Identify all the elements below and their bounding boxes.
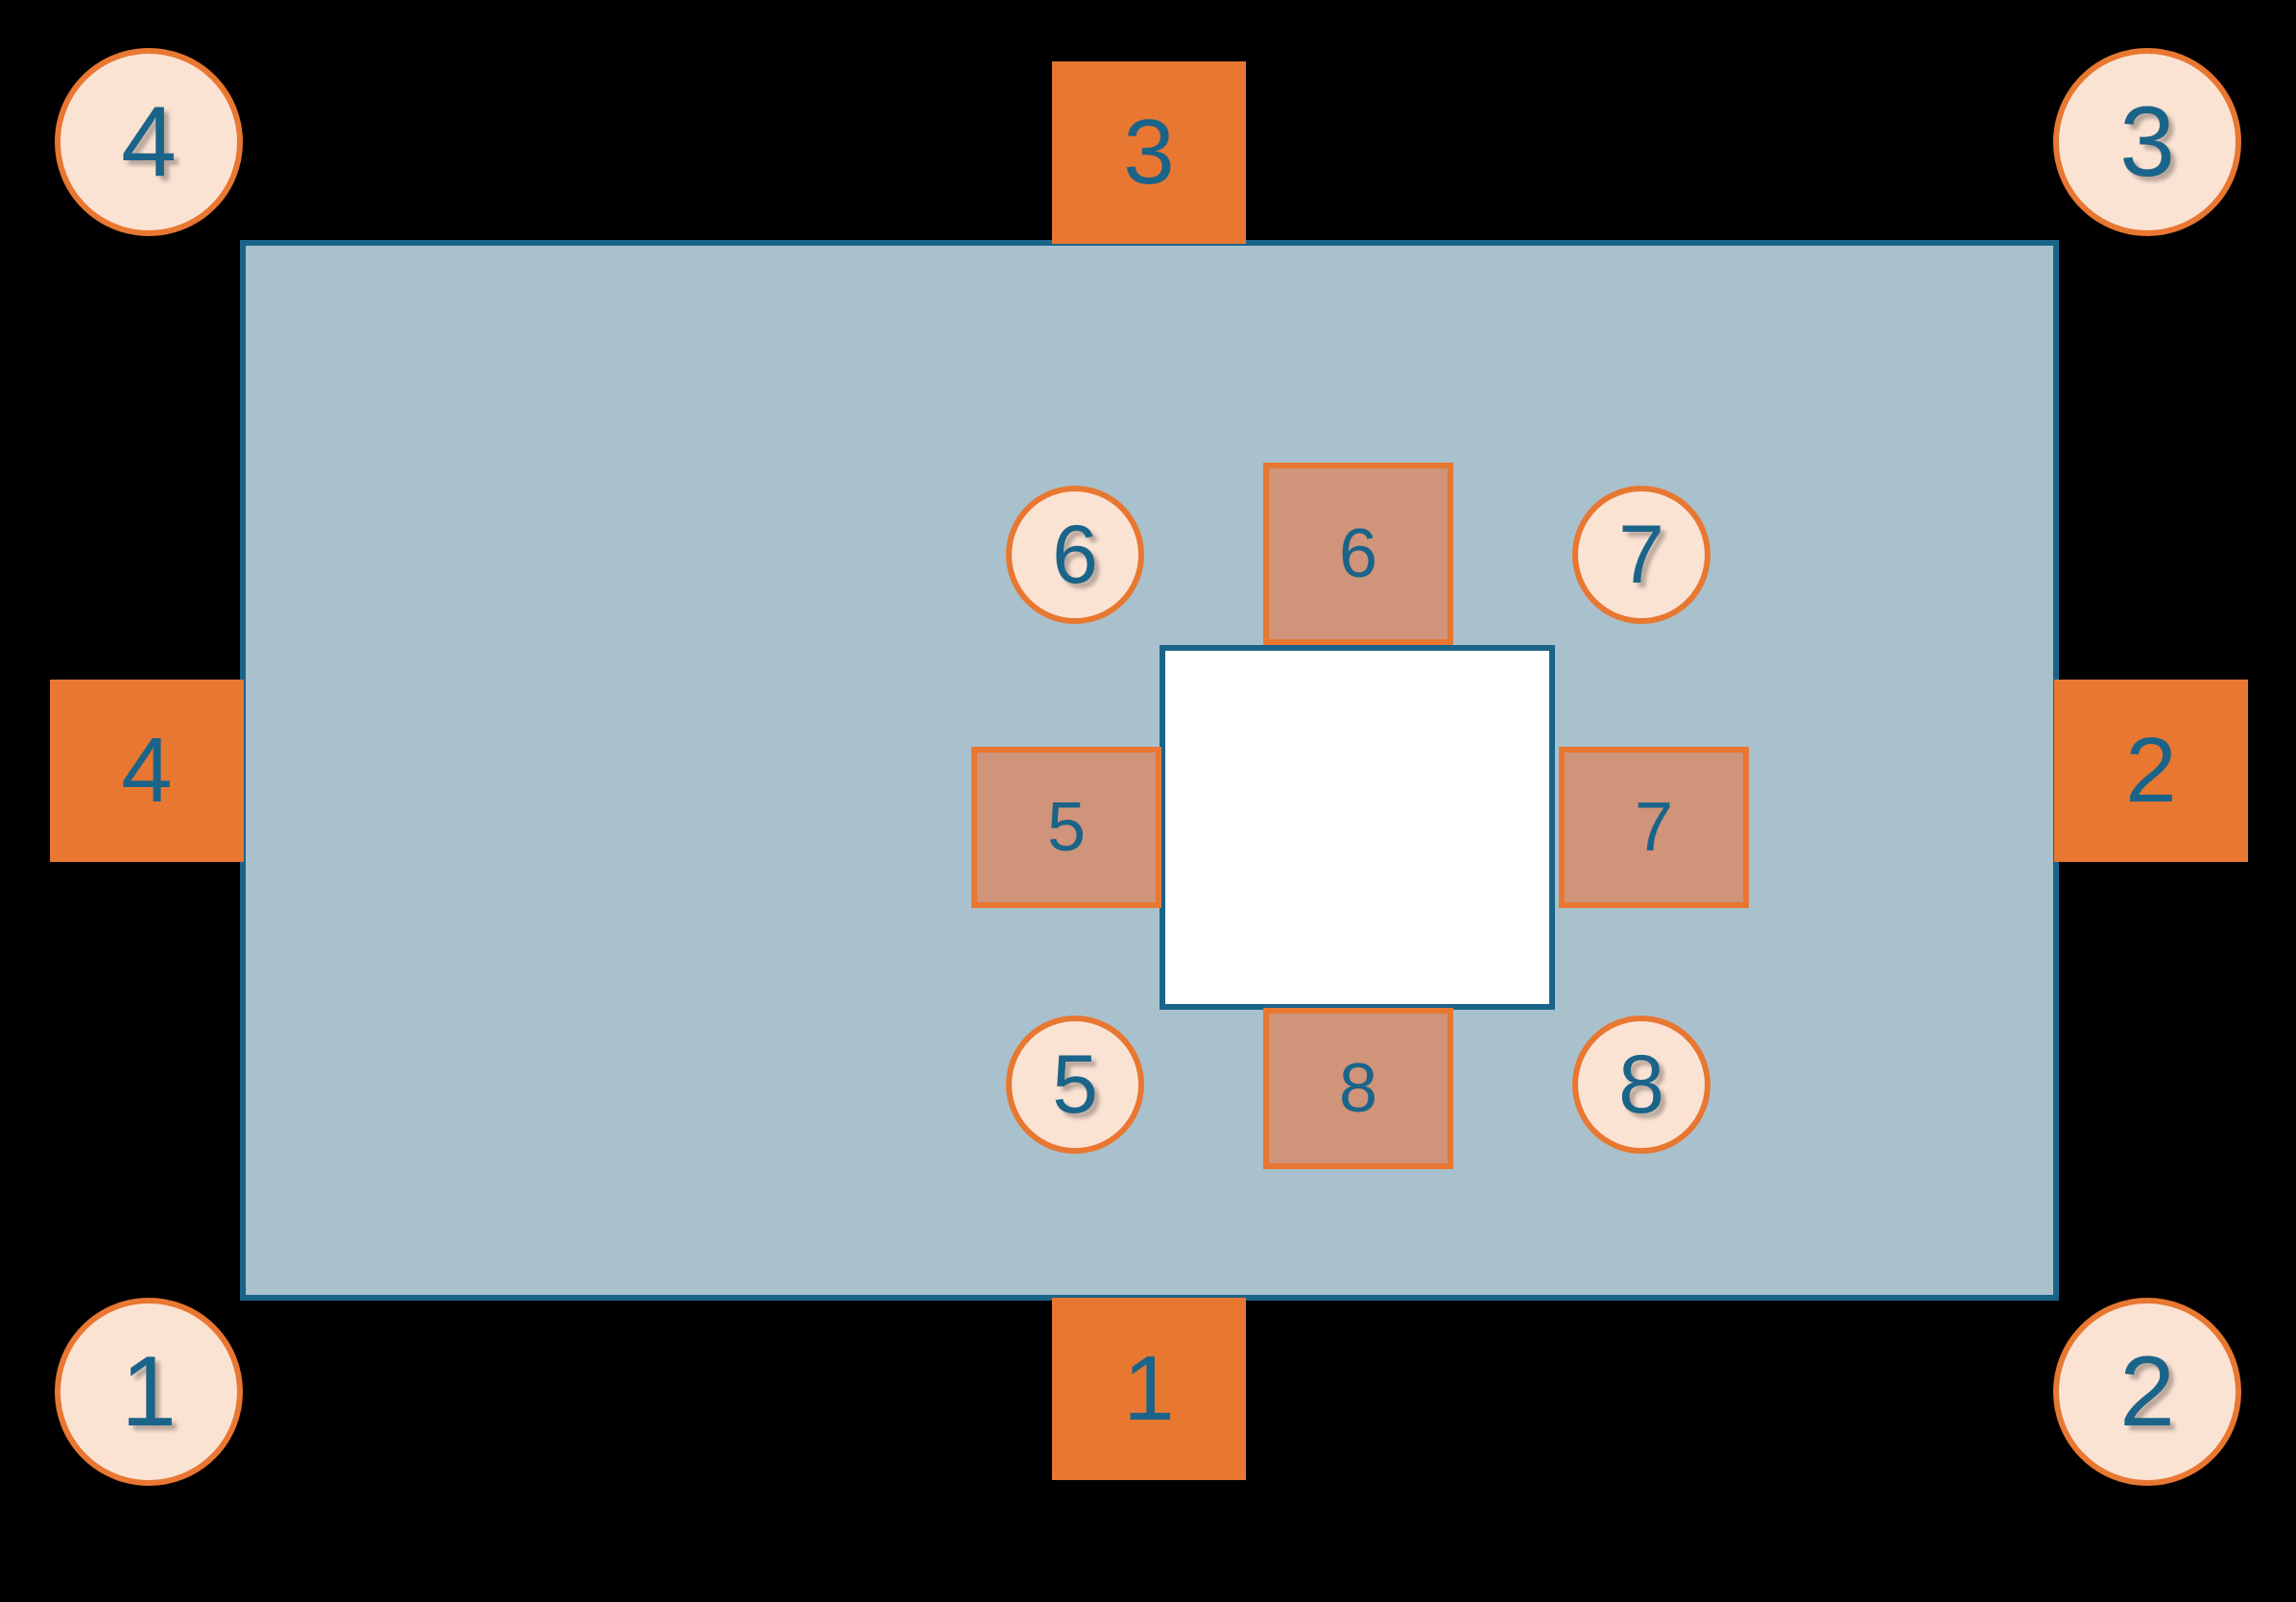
- outer-tab-left[interactable]: 4: [50, 680, 244, 862]
- outer-node-top-left[interactable]: 4: [55, 48, 243, 236]
- inner-tab-top[interactable]: 6: [1263, 463, 1453, 645]
- inner-node-top-right[interactable]: 7: [1572, 486, 1710, 624]
- outer-node-bottom-right[interactable]: 2: [2053, 1298, 2241, 1486]
- outer-node-bottom-left[interactable]: 1: [55, 1298, 243, 1486]
- outer-node-top-right[interactable]: 3: [2053, 48, 2241, 236]
- inner-node-top-left[interactable]: 6: [1006, 486, 1144, 624]
- inner-node-bottom-right[interactable]: 8: [1572, 1016, 1710, 1154]
- inner-tab-right[interactable]: 7: [1559, 747, 1749, 908]
- outer-tab-top[interactable]: 3: [1052, 61, 1246, 244]
- outer-tab-bottom[interactable]: 1: [1052, 1298, 1246, 1480]
- inner-tab-left[interactable]: 5: [971, 747, 1161, 908]
- inner-tab-bottom[interactable]: 8: [1263, 1008, 1453, 1169]
- inner-container: [1160, 645, 1555, 1010]
- outer-tab-right[interactable]: 2: [2054, 680, 2248, 862]
- inner-node-bottom-left[interactable]: 5: [1006, 1016, 1144, 1154]
